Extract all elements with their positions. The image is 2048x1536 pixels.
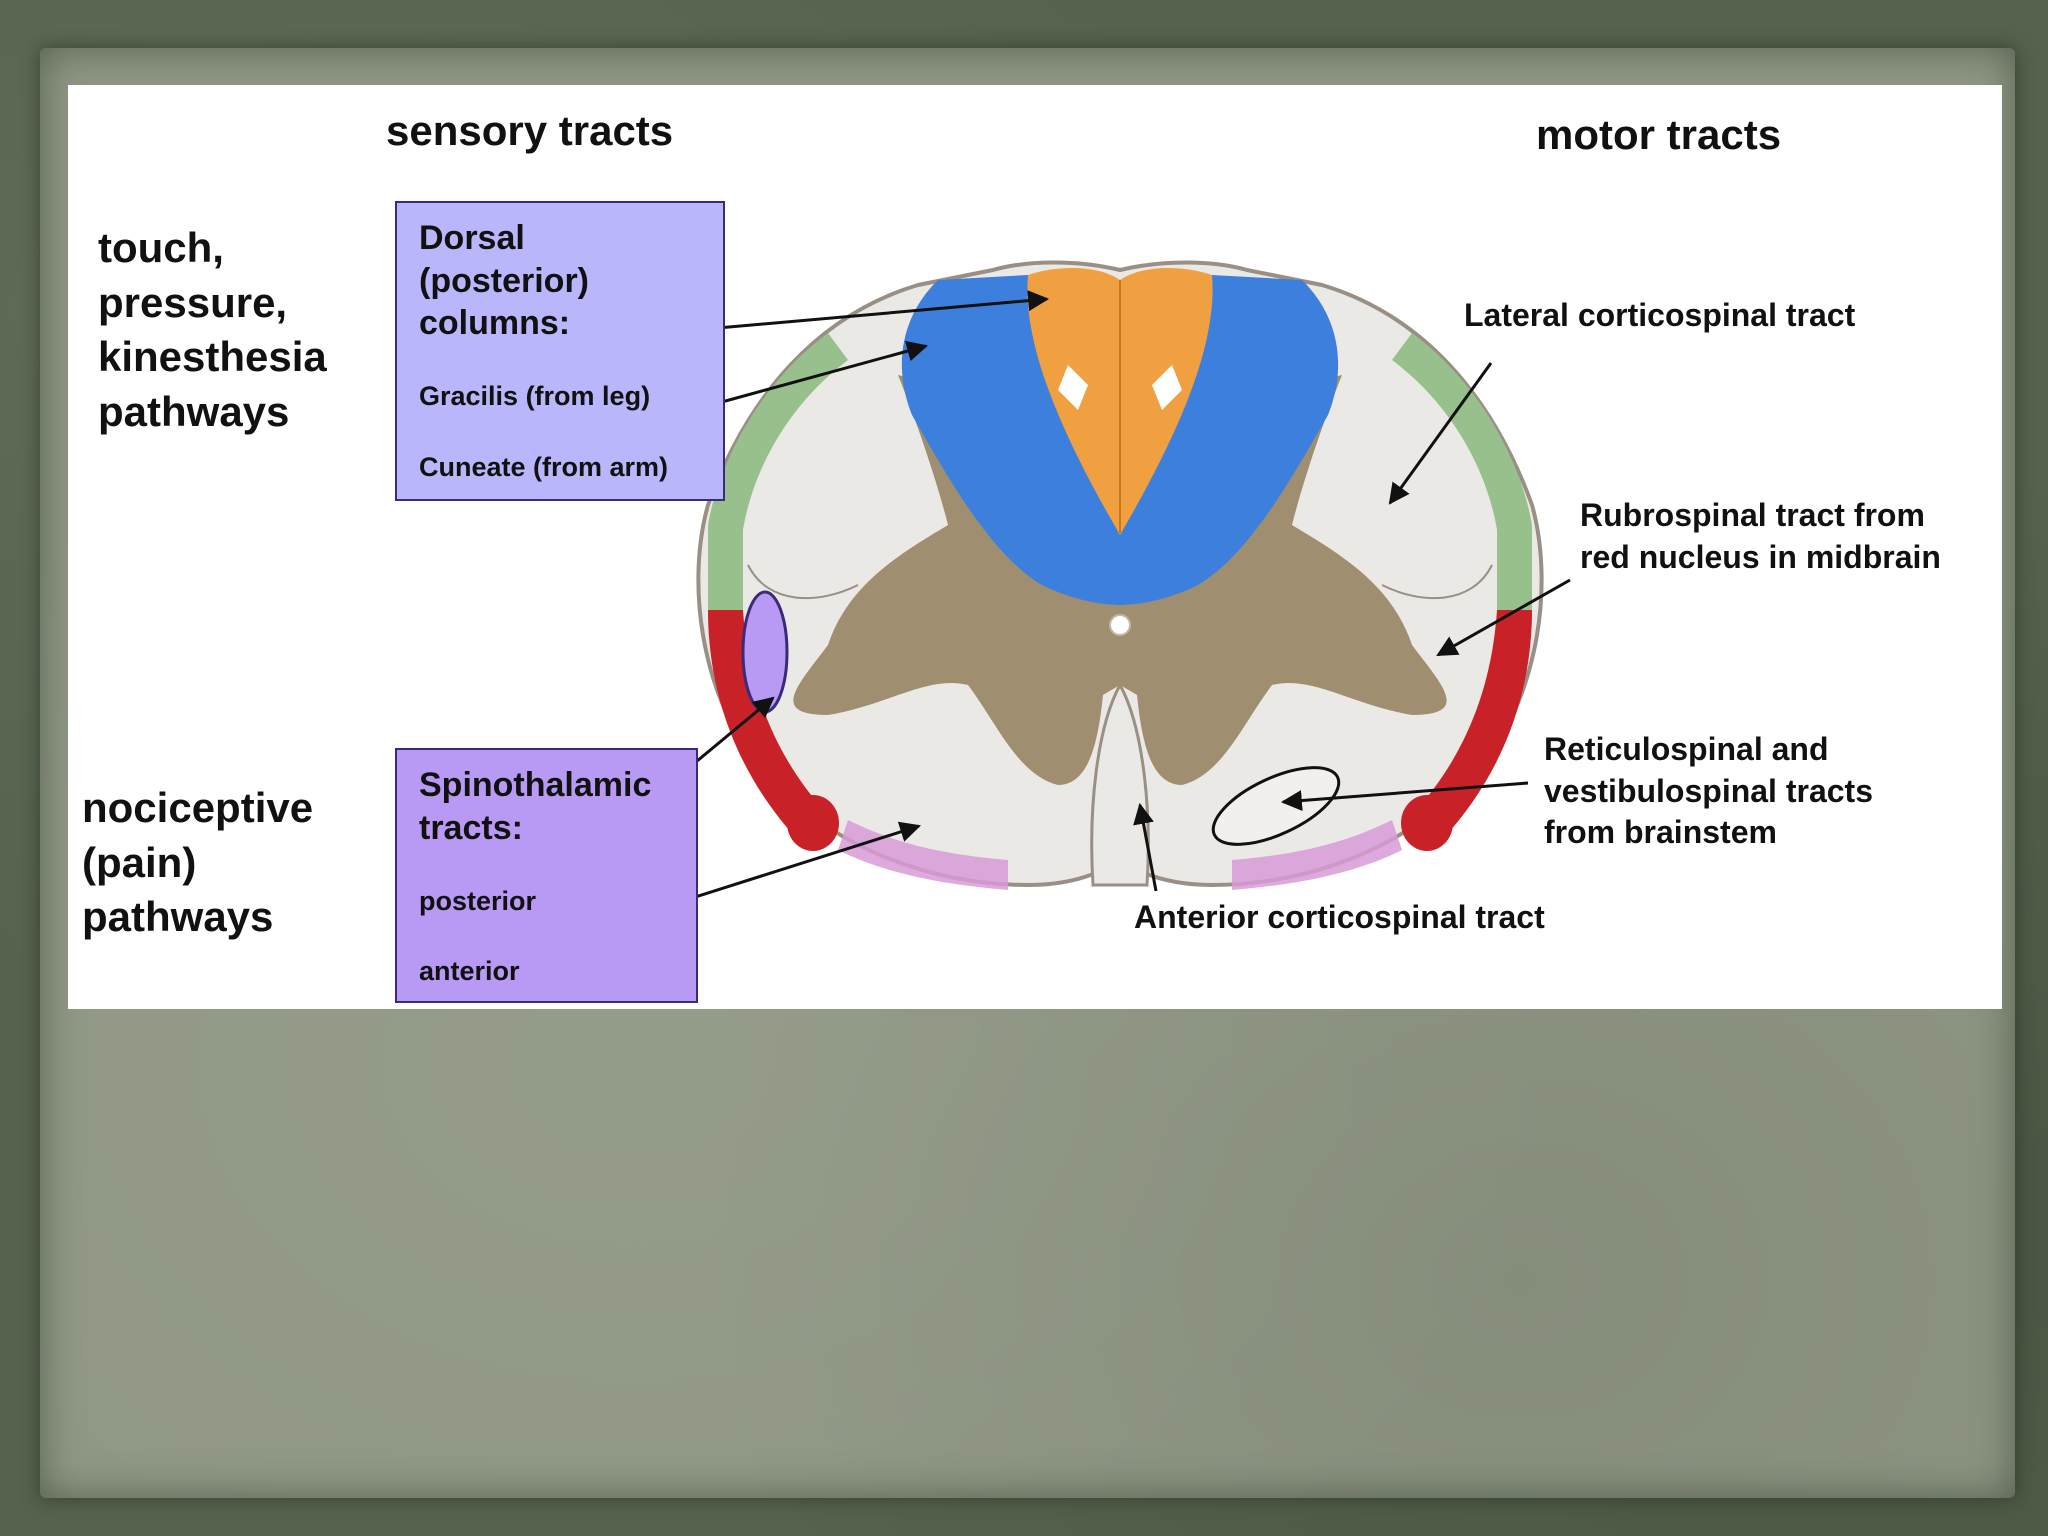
motor-tracts-header: motor tracts bbox=[1536, 111, 1782, 158]
left-red-tract bbox=[708, 610, 828, 840]
right-red-tract bbox=[1412, 610, 1532, 840]
arrow-lateral-corticospinal bbox=[1388, 362, 1493, 505]
arrow-reticulospinal bbox=[1280, 781, 1529, 812]
spinal-cord-diagram bbox=[543, 260, 1571, 947]
dorsal-horn-blue bbox=[901, 275, 1339, 605]
reticulospinal-ellipse bbox=[1211, 766, 1341, 846]
central-canal bbox=[1109, 614, 1131, 636]
slide: sensory tracts motor tracts touch, press… bbox=[68, 85, 2002, 1009]
cord-cross-section bbox=[696, 260, 1544, 890]
touch-pathways-label: touch, pressure, kinesthesia pathways bbox=[98, 224, 327, 435]
reticulospinal-label: Reticulospinal and vestibulospinal tract… bbox=[1544, 731, 1873, 851]
dorsal-columns-title: Dorsal (posterior) columns: bbox=[419, 219, 589, 342]
right-green-rim bbox=[1392, 333, 1532, 610]
lateral-corticospinal-label: Lateral corticospinal tract bbox=[1464, 297, 1856, 333]
rubrospinal-label: Rubrospinal tract from red nucleus in mi… bbox=[1580, 497, 1941, 575]
spinothalamic-box: Spinothalamic tracts: posterior anterior bbox=[395, 748, 698, 1003]
sensory-tracts-header: sensory tracts bbox=[386, 107, 674, 154]
right-pink-tract bbox=[1232, 820, 1402, 890]
nociceptive-pathways-label: nociceptive (pain) pathways bbox=[82, 784, 314, 941]
gracilis-label: Gracilis (from leg) bbox=[419, 381, 651, 411]
cuneate-label: Cuneate (from arm) bbox=[419, 452, 669, 482]
posterior-spinothalamic-ellipse bbox=[741, 590, 789, 714]
left-green-rim bbox=[708, 333, 848, 610]
arrow-rubrospinal bbox=[1436, 578, 1571, 657]
arrow-gracilis bbox=[699, 340, 929, 410]
dorsal-columns-box: Dorsal (posterior) columns: Gracilis (fr… bbox=[395, 201, 725, 501]
anterior-label: anterior bbox=[419, 956, 520, 986]
arrow-dorsal-columns bbox=[694, 290, 1050, 332]
spinothalamic-title: Spinothalamic tracts: bbox=[419, 766, 652, 847]
anterior-corticospinal-label: Anterior corticospinal tract bbox=[1134, 899, 1545, 935]
posterior-label: posterior bbox=[419, 886, 537, 916]
arrow-anterior-corticospinal bbox=[1133, 802, 1158, 892]
